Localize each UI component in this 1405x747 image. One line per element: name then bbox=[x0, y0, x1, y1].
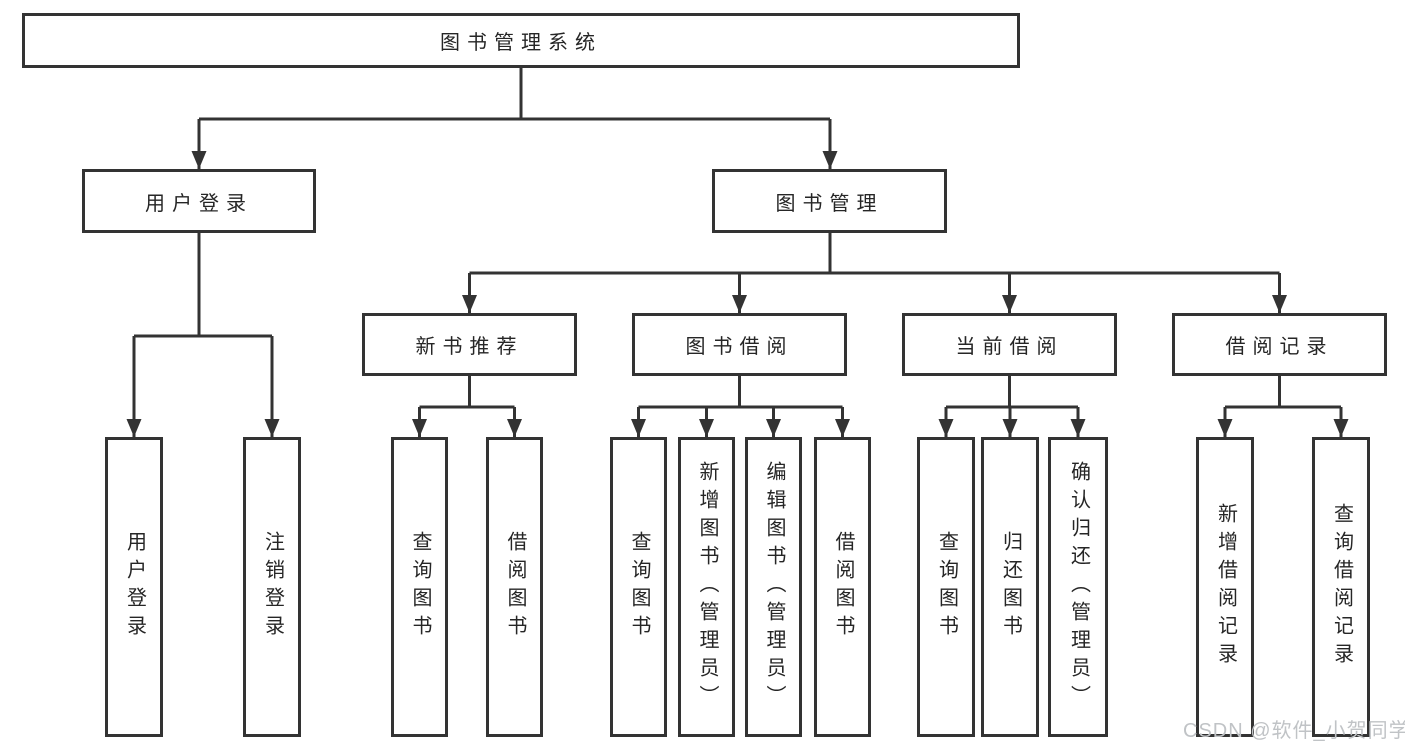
node-user-login: 用户登录 bbox=[82, 169, 316, 233]
leaf-return-book: 归还图书 bbox=[981, 437, 1039, 737]
leaf-query-books: 查询图书 bbox=[391, 437, 448, 737]
node-book-borrowing: 图书借阅 bbox=[632, 313, 847, 376]
leaf-query-books-2: 查询图书 bbox=[610, 437, 667, 737]
leaf-user-login: 用户登录 bbox=[105, 437, 163, 737]
leaf-logout: 注销登录 bbox=[243, 437, 301, 737]
node-new-book-recommendation: 新书推荐 bbox=[362, 313, 577, 376]
watermark: CSDN @软件_小贺同学 bbox=[1183, 720, 1405, 742]
leaf-borrow-books-2: 借阅图书 bbox=[814, 437, 871, 737]
leaf-query-borrow-record: 查询借阅记录 bbox=[1312, 437, 1370, 737]
leaf-edit-book-admin: 编辑图书（管理员） bbox=[745, 437, 802, 737]
node-current-borrowing: 当前借阅 bbox=[902, 313, 1117, 376]
leaf-add-borrow-record: 新增借阅记录 bbox=[1196, 437, 1254, 737]
leaf-confirm-return-admin: 确认归还（管理员） bbox=[1048, 437, 1108, 737]
leaf-query-books-3: 查询图书 bbox=[917, 437, 975, 737]
node-borrowing-records: 借阅记录 bbox=[1172, 313, 1387, 376]
node-library-management-system: 图书管理系统 bbox=[22, 13, 1020, 68]
leaf-borrow-books: 借阅图书 bbox=[486, 437, 543, 737]
leaf-add-book-admin: 新增图书（管理员） bbox=[678, 437, 735, 737]
node-book-management: 图书管理 bbox=[712, 169, 947, 233]
